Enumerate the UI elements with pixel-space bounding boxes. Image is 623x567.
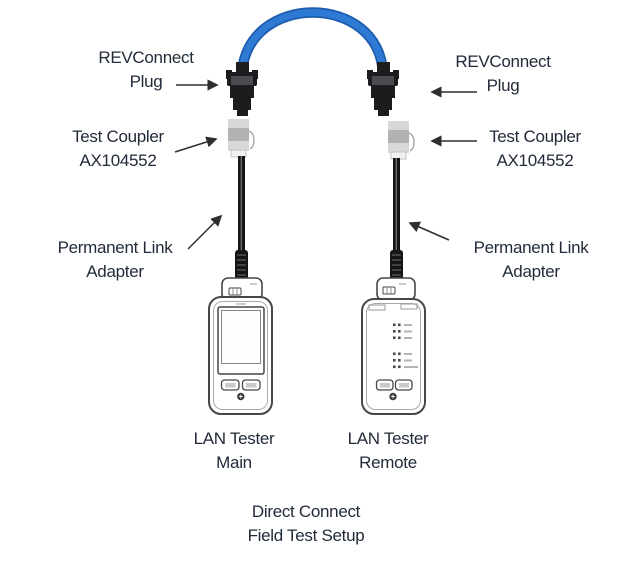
tester-main-label-line1: LAN Tester [193,429,275,448]
right-plug-label: REVConnect Plug [438,50,568,98]
arrow-right-adapter [408,221,450,241]
diagram-caption-line1: Direct Connect [251,502,361,521]
tester-remote-label: LAN Tester Remote [323,427,453,475]
arrow-left-adapter [187,214,223,250]
tester-main-label-line2: Main [216,453,252,472]
right-permanent-link-cord [390,158,403,281]
lan-tester-remote-device [361,277,426,415]
left-plug-label-line2: Plug [129,72,163,91]
right-plug-label-line2: Plug [486,76,520,95]
right-coupler-label-line1: Test Coupler [489,127,581,146]
lan-tester-main-device [208,277,273,415]
right-adapter-label-line2: Adapter [502,262,560,281]
right-coupler-label-line2: AX104552 [496,151,574,170]
tester-remote-label-line2: Remote [359,453,417,472]
left-adapter-label: Permanent Link Adapter [45,236,185,284]
tester-remote-label-line1: LAN Tester [347,429,429,448]
right-revconnect-plug-icon [367,62,399,116]
right-plug-label-line1: REVConnect [455,52,551,71]
left-test-coupler-icon [228,119,255,158]
right-test-coupler-icon [388,121,415,160]
left-coupler-label-line2: AX104552 [79,151,157,170]
right-coupler-label: Test Coupler AX104552 [470,125,600,173]
left-plug-label-line1: REVConnect [98,48,194,67]
blue-patch-cord [236,7,389,80]
left-revconnect-plug-icon [226,62,258,116]
arrow-left-coupler [174,136,218,153]
left-adapter-label-line2: Adapter [86,262,144,281]
left-plug-label: REVConnect Plug [81,46,211,94]
diagram-caption: Direct Connect Field Test Setup [231,500,381,548]
left-coupler-label: Test Coupler AX104552 [53,125,183,173]
left-permanent-link-cord [235,156,248,281]
tester-main-label: LAN Tester Main [169,427,299,475]
right-adapter-label: Permanent Link Adapter [461,236,601,284]
right-adapter-label-line1: Permanent Link [473,238,589,257]
diagram-caption-line2: Field Test Setup [247,526,365,545]
left-adapter-label-line1: Permanent Link [57,238,173,257]
left-coupler-label-line1: Test Coupler [72,127,164,146]
